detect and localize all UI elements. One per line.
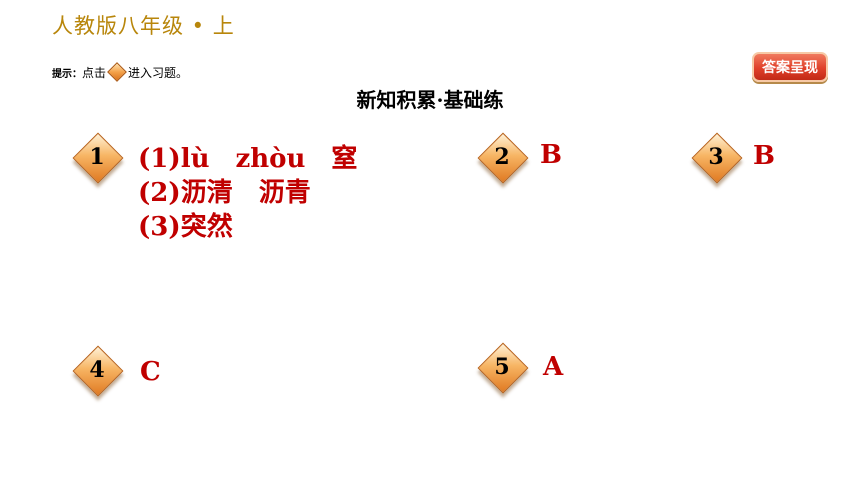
answer-1-line-2: (2)沥清 沥青 [138, 178, 311, 208]
answer-4: C [140, 357, 161, 387]
show-answers-button[interactable]: 答案呈现 [752, 52, 828, 82]
hint-bar: 提示： 点击 进入习题。 [52, 62, 188, 82]
answer-2: B [540, 140, 562, 170]
question-3-button[interactable]: 3 [691, 132, 743, 184]
hint-click-text: 点击 [82, 65, 107, 80]
answer-3: B [753, 141, 775, 171]
grade-label: 人教版八年级 • 上 [52, 14, 235, 38]
question-number: 1 [89, 144, 105, 170]
question-number: 2 [494, 144, 510, 170]
answer-1-line-3: (3)突然 [138, 212, 233, 242]
question-1-button[interactable]: 1 [72, 132, 124, 184]
question-number: 3 [708, 144, 724, 170]
diamond-icon [107, 62, 127, 82]
section-title: 新知积累·基础练 [356, 88, 504, 112]
question-number: 4 [89, 357, 105, 383]
hint-suffix-text: 进入习题。 [128, 65, 189, 80]
hint-prefix: 提示： [52, 68, 82, 80]
question-5-button[interactable]: 5 [477, 342, 529, 394]
question-4-button[interactable]: 4 [72, 345, 124, 397]
answer-5: A [543, 352, 564, 382]
question-2-button[interactable]: 2 [477, 132, 529, 184]
question-number: 5 [494, 354, 510, 380]
answer-1: (1)lù zhòu 窒 (2)沥清 沥青 (3)突然 [138, 142, 357, 244]
answer-1-line-1: (1)lù zhòu 窒 [138, 144, 358, 174]
